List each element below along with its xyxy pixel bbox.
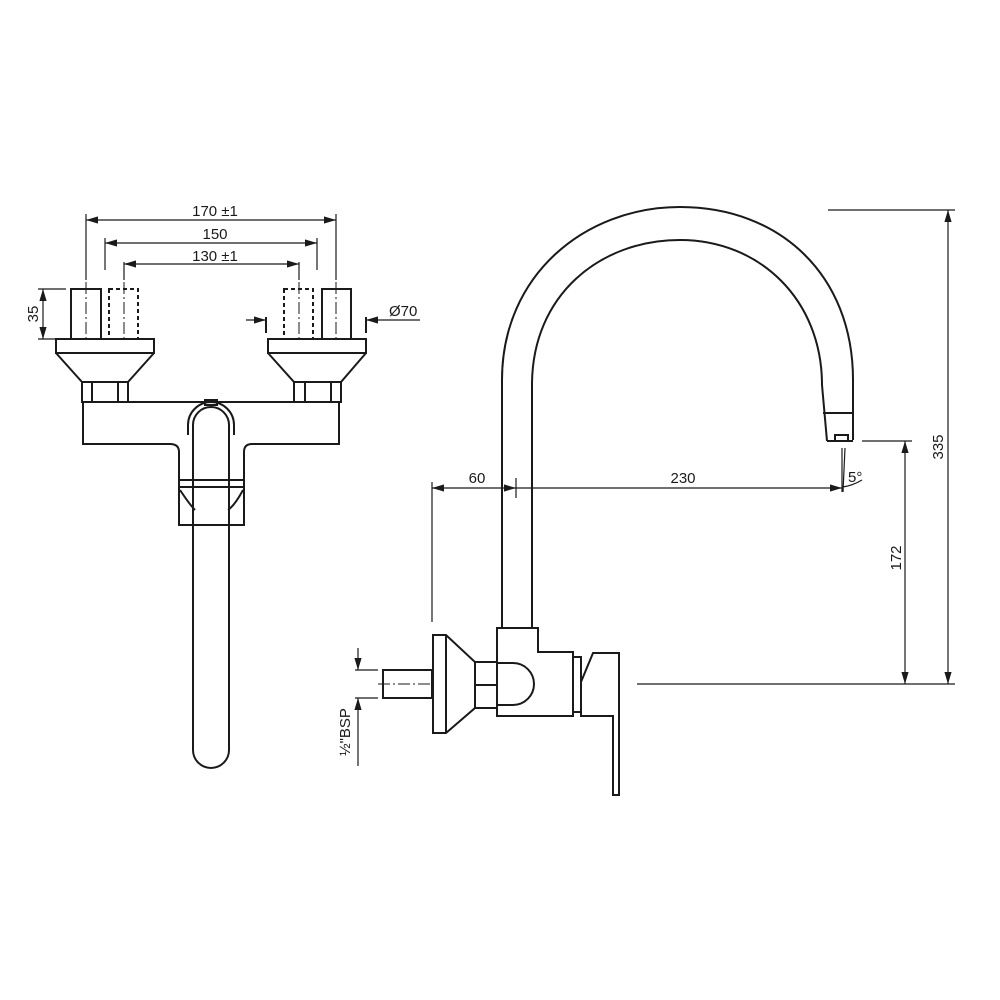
dimension-thread: ½"BSP [337, 648, 378, 766]
spout-front [187, 399, 235, 769]
dimension-35: 35 [25, 288, 66, 340]
dim-thread-label: ½"BSP [337, 708, 354, 756]
dim-230-label: 230 [670, 470, 695, 487]
dim-335-label: 335 [930, 434, 947, 459]
gooseneck-inner [531, 238, 828, 628]
side-view: 5° 60 230 172 335 [337, 205, 955, 796]
dimension-170: 170 ±1 [85, 203, 337, 280]
gooseneck-outer [501, 205, 854, 628]
wall-fitting [378, 634, 498, 734]
mixer-body-side [496, 627, 574, 717]
dimension-angle: 5° [841, 447, 862, 493]
right-flange [267, 338, 367, 403]
dim-150-label: 150 [202, 226, 227, 243]
dim-diameter-label: Ø70 [389, 303, 417, 320]
lower-block [178, 479, 245, 526]
dim-170-label: 170 ±1 [192, 203, 238, 220]
lever-handle[interactable] [572, 652, 620, 796]
dimension-130: 130 ±1 [123, 248, 300, 280]
dim-angle-label: 5° [848, 469, 862, 486]
dim-130-label: 130 ±1 [192, 248, 238, 265]
aerator [834, 434, 849, 442]
left-flange [55, 338, 155, 403]
dimension-heights: 172 335 [637, 209, 955, 685]
mixer-body [82, 401, 340, 480]
dim-172-label: 172 [888, 545, 905, 570]
dimension-diameter-70: Ø70 [246, 303, 420, 333]
front-view: 170 ±1 150 130 ±1 35 Ø70 [25, 203, 420, 769]
dimension-150: 150 [104, 226, 318, 270]
dim-60-label: 60 [469, 470, 486, 487]
dim-35-label: 35 [25, 306, 42, 323]
dimension-reach: 60 230 [431, 470, 842, 622]
